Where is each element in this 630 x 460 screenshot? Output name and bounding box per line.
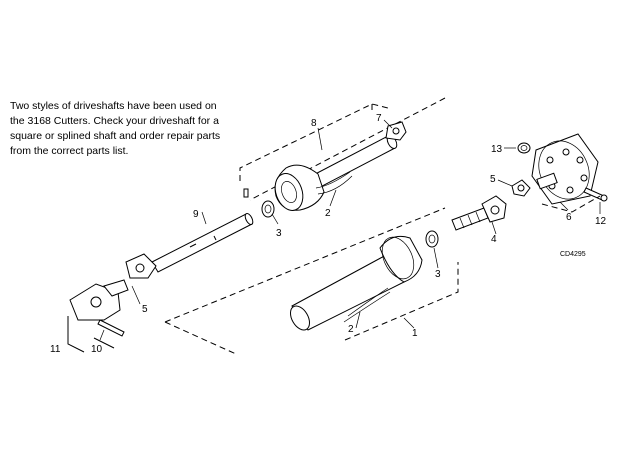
driveshaft-tube [151, 212, 254, 273]
callout-12: 12 [595, 216, 607, 227]
grease-fitting [243, 188, 249, 198]
splined-shaft [451, 207, 489, 231]
left-group-bracket [67, 316, 115, 353]
callout-6: 6 [566, 212, 572, 223]
callout-7: 7 [376, 113, 382, 124]
upper-bearing-ring [261, 200, 275, 218]
upper-cross-bearing [511, 179, 531, 197]
callout-11: 11 [50, 344, 61, 355]
figure-code: CD4295 [560, 251, 586, 258]
callout-3-upper: 3 [276, 228, 282, 239]
note-line-3: square or splined shaft and order repair… [10, 130, 221, 142]
upper-yoke [385, 121, 407, 141]
callout-5-left: 5 [142, 304, 148, 315]
callout-8: 8 [311, 118, 317, 129]
callout-9: 9 [193, 209, 199, 220]
clutch-nut [517, 142, 531, 154]
callout-10: 10 [91, 344, 103, 355]
instruction-note: Two styles of driveshafts have been used… [10, 99, 310, 159]
callout-2-upper: 2 [325, 208, 331, 219]
upper-group-bracket [239, 97, 446, 201]
callouts: 8 7 2 3 9 5 10 11 2 1 3 4 5 13 6 12 CD42… [50, 113, 607, 355]
callout-4: 4 [491, 234, 497, 245]
callout-3-lower: 3 [435, 269, 441, 280]
note-line-1: Two styles of driveshafts have been used… [10, 100, 217, 112]
slip-clutch-assembly [531, 133, 599, 205]
upper-shield-cone [274, 164, 353, 211]
callout-1: 1 [412, 328, 418, 339]
splined-yoke [481, 195, 507, 223]
leader-lines [99, 119, 601, 341]
left-cross-bearing [125, 253, 157, 279]
note-line-2: the 3168 Cutters. Check your driveshaft … [10, 115, 219, 127]
callout-2-lower: 2 [348, 324, 354, 335]
left-yoke-pin [97, 319, 125, 337]
lower-shield-cone [290, 235, 423, 331]
callout-5-right: 5 [490, 174, 496, 185]
lower-group-bracket-right [541, 195, 601, 213]
callout-13: 13 [491, 144, 503, 155]
lower-group-bracket [164, 207, 459, 355]
note-line-4: from the correct parts list. [10, 145, 129, 157]
lower-bearing-ring [425, 230, 439, 248]
left-end-yoke [69, 279, 129, 321]
